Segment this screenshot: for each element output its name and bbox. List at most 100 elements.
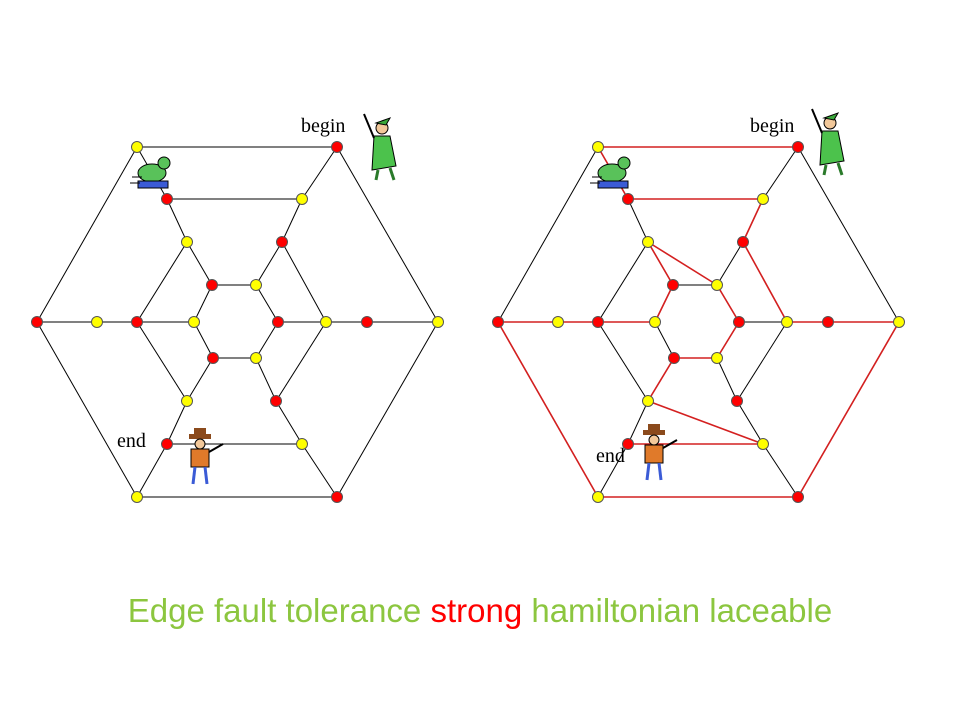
right-dragon-figure-icon (590, 156, 631, 189)
right-edge-h3-h4 (654, 321, 675, 359)
right-vertex-o0 (792, 141, 804, 153)
right-path-edge-h4-h5 (654, 284, 674, 323)
left-vertex-a1 (361, 316, 373, 328)
left-edge-o0-o1 (336, 146, 439, 323)
right-cowboy-figure-icon (643, 424, 678, 481)
right-vertex-p1 (642, 236, 654, 248)
right-vertex-o2 (792, 491, 804, 503)
left-graph-vertices (31, 141, 444, 503)
left-edge-h2-p3 (255, 357, 277, 402)
right-edge-b0-p1 (627, 198, 649, 243)
right-vertex-h5 (667, 279, 679, 291)
left-edge-b0-p1 (166, 198, 188, 243)
right-edge-a2-p3 (736, 400, 764, 445)
right-graph-vertices (492, 141, 905, 503)
right-edge-a0-o0 (762, 146, 799, 200)
left-vertex-b2 (161, 438, 173, 450)
right-vertex-h0 (711, 279, 723, 291)
left-edge-p1-h5 (186, 241, 213, 286)
right-path-edge-h5-p1 (647, 241, 674, 286)
left-edge-h4-h5 (193, 284, 213, 323)
left-edge-b2-p2 (166, 400, 188, 445)
left-edge-h1-h2 (255, 321, 279, 359)
right-path-edge-p2-a2 (647, 400, 764, 445)
caption: Edge fault tolerance strong hamiltonian … (0, 592, 960, 630)
left-edge-b2-o3 (136, 443, 168, 498)
left-vertex-p0 (276, 236, 288, 248)
left-vertex-p2 (181, 395, 193, 407)
left-vertex-h5 (206, 279, 218, 291)
right-vertex-b3 (592, 316, 604, 328)
left-vertex-h2 (250, 352, 262, 364)
left-graph: begin end (31, 113, 444, 503)
left-begin-label: begin (301, 115, 345, 137)
right-vertex-p3 (731, 395, 743, 407)
left-vertex-b1 (320, 316, 332, 328)
left-cowboy-figure-icon (189, 428, 224, 485)
right-path-edge-h1-h2 (716, 321, 740, 359)
left-vertex-a3 (91, 316, 103, 328)
right-path-edge-h0-h1 (716, 284, 740, 323)
left-vertex-o1 (432, 316, 444, 328)
left-dragon-figure-icon (130, 156, 171, 189)
right-vertex-h1 (733, 316, 745, 328)
left-edge-h3-h4 (193, 321, 214, 359)
left-vertex-o0 (331, 141, 343, 153)
right-graph: begin end (492, 108, 905, 503)
right-vertex-o1 (893, 316, 905, 328)
right-edge-b3-p1 (597, 241, 649, 323)
left-vertex-a0 (296, 193, 308, 205)
left-edge-b3-p1 (136, 241, 188, 323)
left-vertex-h1 (272, 316, 284, 328)
left-edge-h3-p2 (186, 357, 214, 402)
right-vertex-o3 (592, 491, 604, 503)
right-vertex-h4 (649, 316, 661, 328)
left-vertex-o5 (131, 141, 143, 153)
right-edge-o0-o1 (797, 146, 900, 323)
right-vertex-p0 (737, 236, 749, 248)
left-edge-o1-o2 (336, 321, 439, 498)
right-path-edge-h3-p2 (647, 357, 675, 402)
right-path-edge-o1-o2 (797, 321, 900, 498)
right-vertex-h3 (668, 352, 680, 364)
left-vertex-h4 (188, 316, 200, 328)
right-vertex-h2 (711, 352, 723, 364)
right-vertex-a0 (757, 193, 769, 205)
left-edge-p0-h0 (255, 241, 283, 286)
right-vertex-b1 (781, 316, 793, 328)
left-vertex-b0 (161, 193, 173, 205)
left-vertex-a2 (296, 438, 308, 450)
left-edge-a2-p3 (275, 400, 303, 445)
left-edge-b3-p2 (136, 321, 188, 402)
hamiltonian-diagram: begin end begi (31, 108, 905, 503)
left-vertex-o3 (131, 491, 143, 503)
right-vertex-a2 (757, 438, 769, 450)
left-vertex-p1 (181, 236, 193, 248)
right-begin-label: begin (750, 115, 794, 137)
right-path-edge-a0-p0 (742, 198, 764, 243)
right-vertex-b0 (622, 193, 634, 205)
left-vertex-h0 (250, 279, 262, 291)
caption-part1: Edge fault tolerance (127, 592, 431, 629)
left-end-label: end (117, 430, 146, 452)
right-vertex-o4 (492, 316, 504, 328)
right-vertex-o5 (592, 141, 604, 153)
left-edge-o2-a2 (301, 443, 338, 498)
right-edge-b3-p2 (597, 321, 649, 402)
right-path-edge-p1-h0 (647, 241, 718, 286)
left-edge-a0-o0 (301, 146, 338, 200)
caption-part2: hamiltonian laceable (522, 592, 833, 629)
left-vertex-b3 (131, 316, 143, 328)
right-path-edge-o3-o4 (497, 321, 599, 498)
right-edge-b2-p2 (627, 400, 649, 445)
right-vertex-p2 (642, 395, 654, 407)
right-path-edge-p0-b1 (742, 241, 788, 323)
left-vertex-o4 (31, 316, 43, 328)
left-edge-o3-o4 (36, 321, 138, 498)
left-edge-a0-p0 (281, 198, 303, 243)
right-end-label: end (596, 445, 625, 467)
left-archer-figure-icon (363, 113, 397, 181)
left-edge-b1-p3 (275, 321, 327, 402)
caption-highlight: strong (430, 592, 523, 629)
left-vertex-o2 (331, 491, 343, 503)
